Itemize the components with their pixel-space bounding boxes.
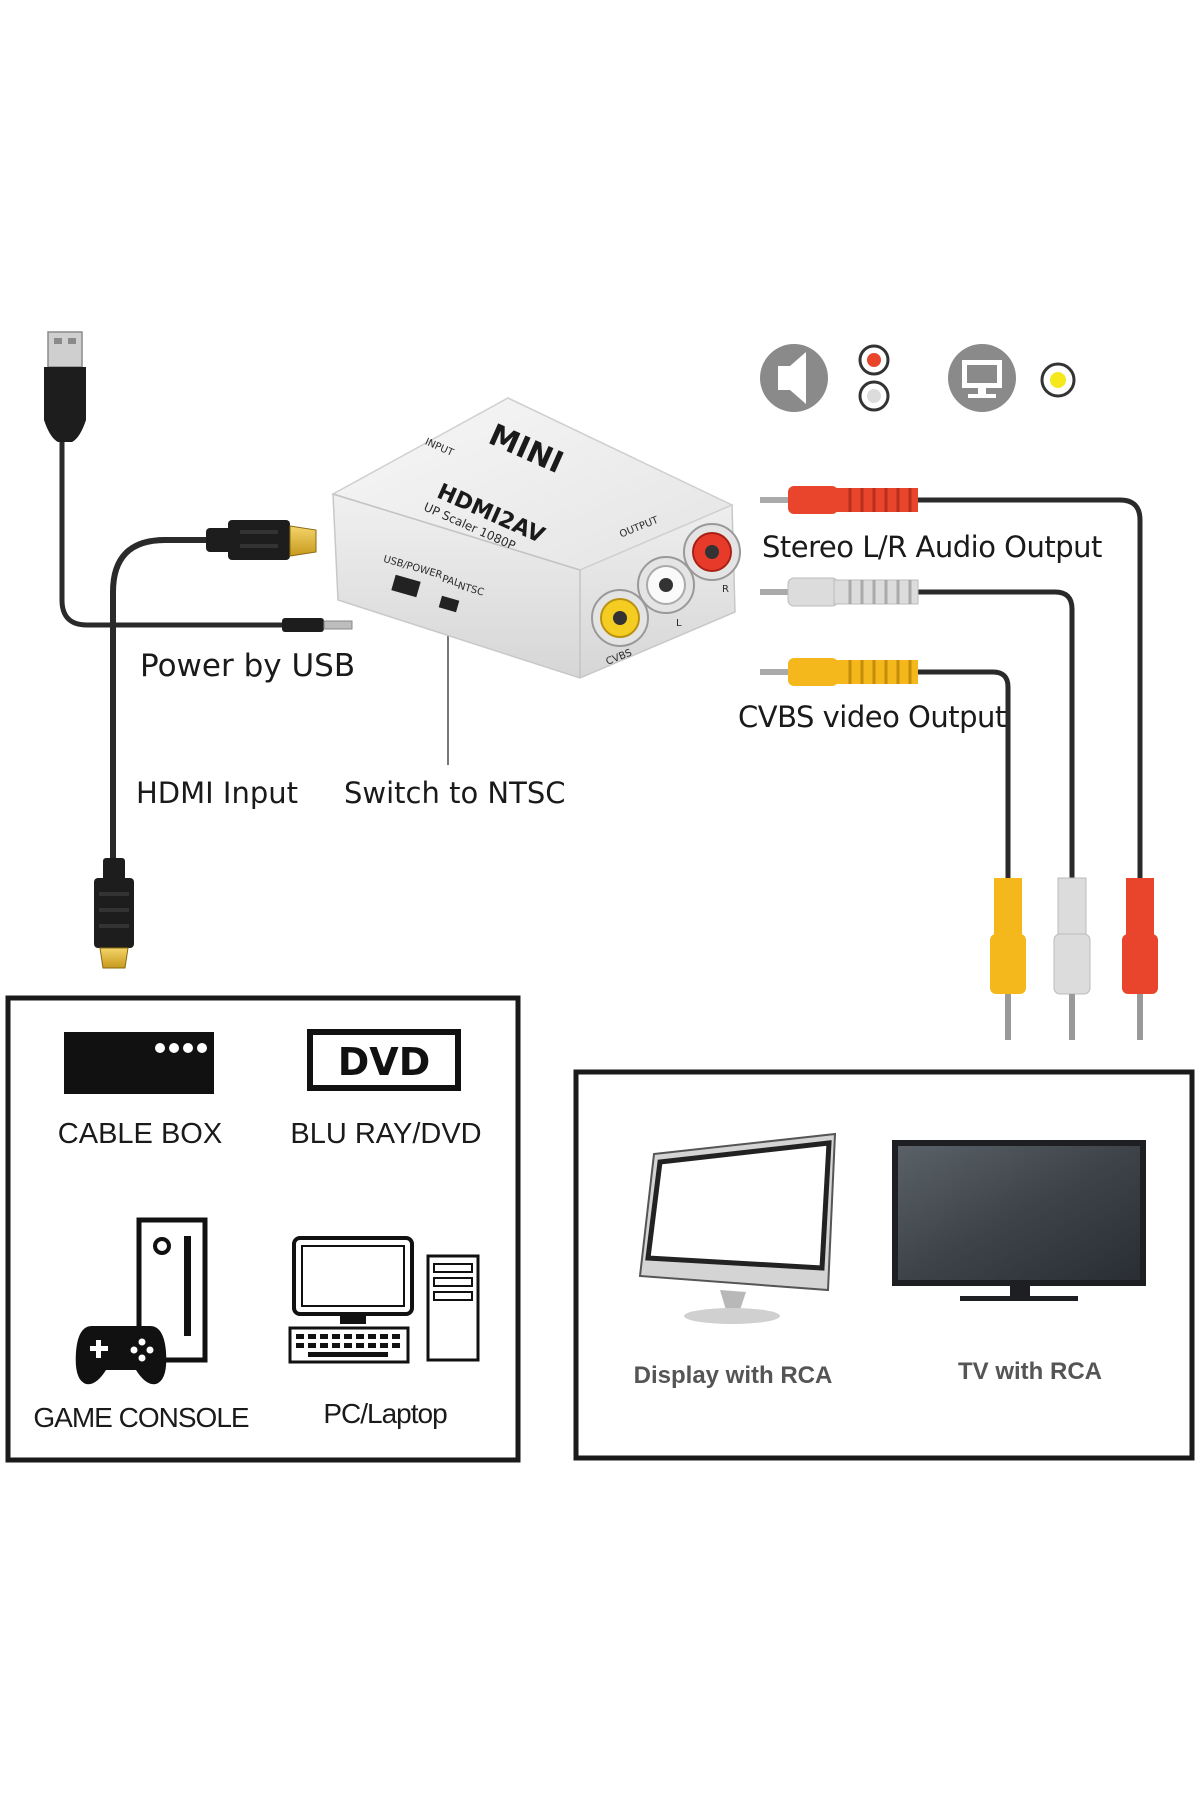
rca-plug-white-horizontal: [760, 577, 919, 607]
display-monitor-icon: [638, 1132, 837, 1324]
source-devices-panel: [5, 995, 521, 1463]
tv-with-rca-label: TV with RCA: [958, 1358, 1102, 1385]
output-devices-panel: [573, 1069, 1195, 1461]
cvbs-output-label: CVBS video Output: [738, 700, 1006, 734]
game-console-label: GAME CONSOLE: [33, 1402, 249, 1433]
video-rca-icon: [1040, 362, 1076, 398]
cable-box-icon: [64, 1032, 214, 1094]
rca-port-l: [637, 556, 695, 614]
display-with-rca-label: Display with RCA: [633, 1362, 833, 1389]
pal-ntsc-switch: [438, 595, 460, 613]
desktop-pc-icon: [288, 1236, 480, 1364]
controller-icon: [75, 1326, 167, 1385]
stereo-output-label: Stereo L/R Audio Output: [762, 530, 1102, 564]
pc-laptop-label: PC/Laptop: [323, 1398, 447, 1429]
hdmi-cable: [110, 537, 228, 865]
port-l-label: L: [676, 618, 682, 629]
audio-rca-icon: [858, 344, 890, 412]
pal-label: PAL: [441, 574, 462, 590]
hdmi-plug-top-icon: [206, 520, 317, 560]
tv-icon: [892, 1140, 1146, 1301]
power-by-usb-label: Power by USB: [140, 648, 356, 684]
usb-cable: [59, 440, 288, 628]
rca-port-cvbs: [591, 589, 649, 647]
port-r-label: R: [722, 584, 729, 595]
rca-plug-white-vertical: [1053, 877, 1091, 1040]
rca-plug-yellow-vertical: [990, 878, 1026, 1040]
mini-usb-plug-icon: [282, 618, 353, 632]
blu-ray-dvd-label: BLU RAY/DVD: [290, 1118, 482, 1150]
hdmi-plug-bottom-icon: [94, 858, 134, 969]
hdmi2av-converter-device: MINI HDMI2AV UP Scaler 1080P INPUT OUTPU…: [331, 397, 741, 679]
usb-plug-icon: [44, 331, 86, 442]
rca-port-r: [683, 523, 741, 581]
rca-plug-red-vertical: [1122, 878, 1158, 1040]
rca-plug-yellow-horizontal: [760, 658, 918, 686]
hdmi-input-label: HDMI Input: [136, 776, 299, 810]
switch-to-ntsc-label: Switch to NTSC: [344, 776, 566, 810]
rca-cables: [918, 497, 1143, 880]
dvd-badge-text: DVD: [338, 1040, 431, 1084]
cable-box-label: CABLE BOX: [57, 1118, 223, 1150]
game-console-icon: [136, 1217, 208, 1363]
monitor-icon: [948, 344, 1016, 412]
mini-usb-port: [391, 574, 421, 598]
speaker-icon: [760, 344, 828, 412]
dvd-icon: DVD: [307, 1029, 461, 1091]
rca-plug-red-horizontal: [760, 486, 918, 514]
